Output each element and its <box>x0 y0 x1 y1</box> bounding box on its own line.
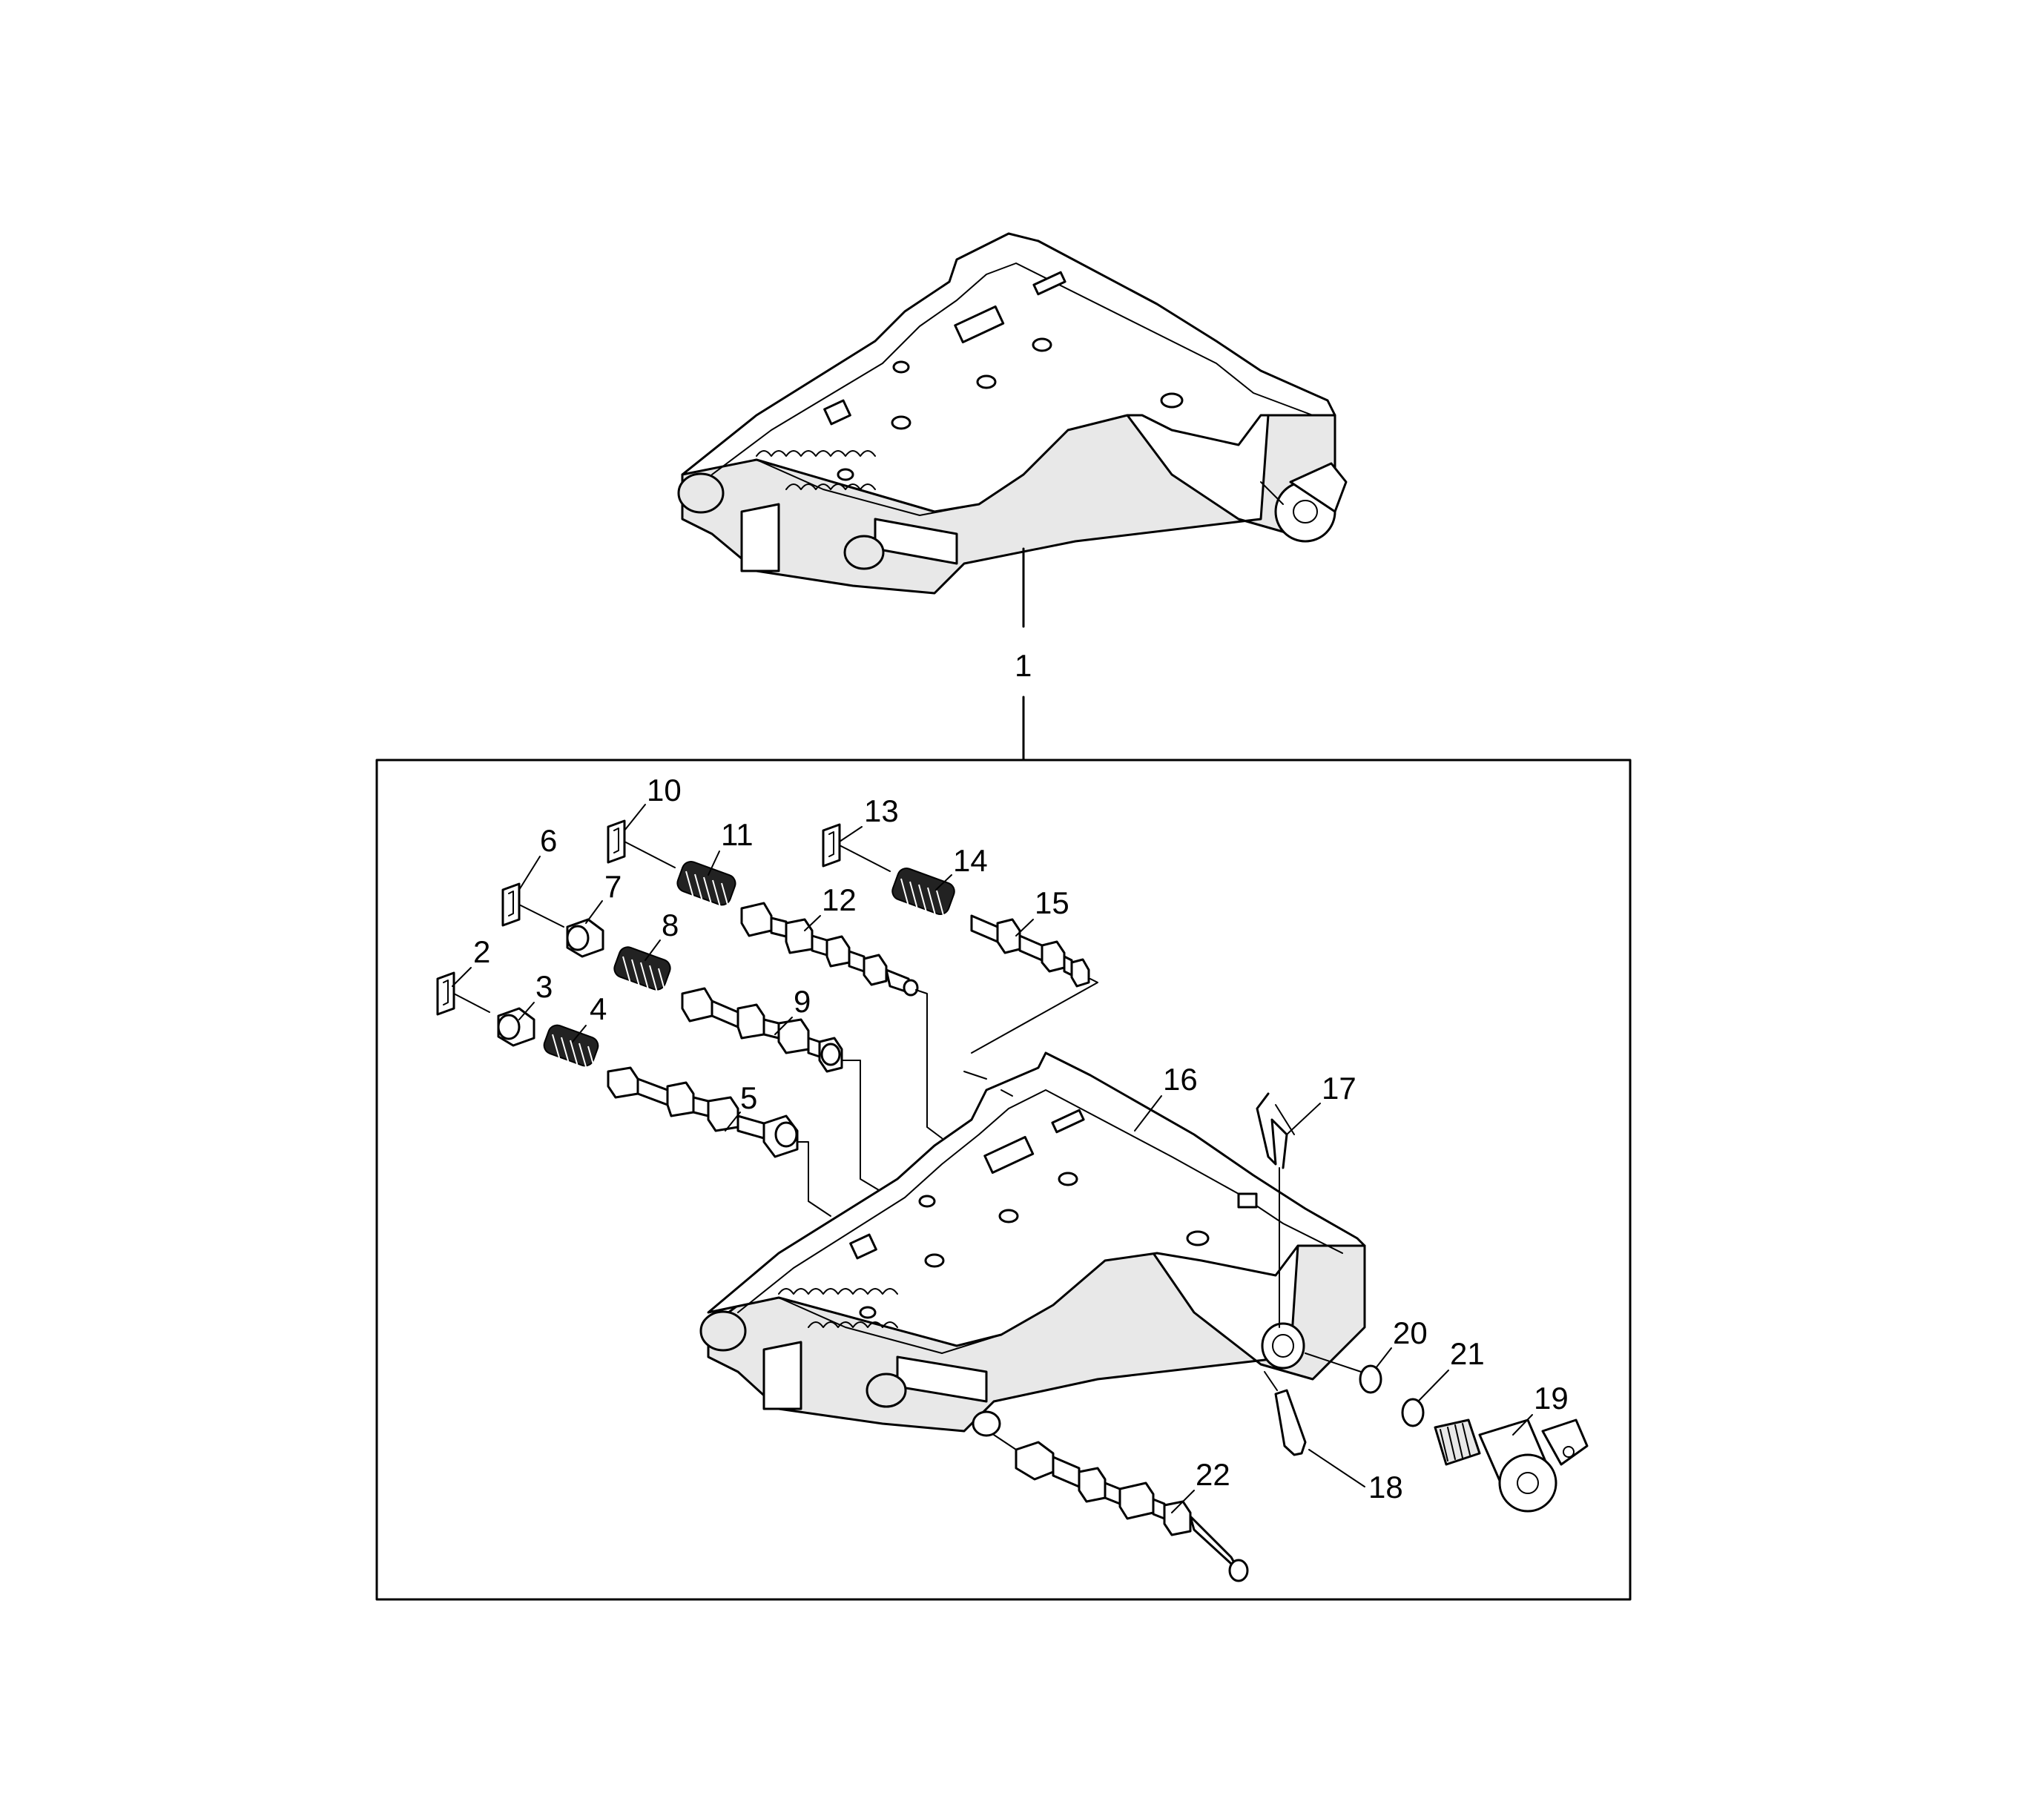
spring-11 <box>676 860 736 911</box>
callout-15: 15 <box>1035 885 1069 920</box>
valve-9 <box>681 987 843 1073</box>
spring-clip-17 <box>1256 1092 1295 1169</box>
valve-body-assembly-top <box>677 232 1348 595</box>
valve-train-row-d <box>822 823 1098 1097</box>
pin-18 <box>1264 1371 1307 1456</box>
callout-22: 22 <box>1196 1457 1230 1492</box>
callout-11: 11 <box>721 817 754 852</box>
spring-4 <box>543 1024 599 1073</box>
o-ring-20 <box>1359 1364 1382 1394</box>
callout-5: 5 <box>740 1080 757 1115</box>
callout-14: 14 <box>953 843 988 878</box>
callout-16: 16 <box>1163 1062 1198 1097</box>
valve-5 <box>607 1066 799 1158</box>
detail-frame <box>375 759 1632 1601</box>
callout-6: 6 <box>540 823 557 858</box>
callout-7: 7 <box>604 869 622 904</box>
callout-4: 4 <box>590 991 607 1026</box>
callout-9: 9 <box>794 984 811 1019</box>
spring-14 <box>891 868 955 919</box>
shaft-22 <box>993 1434 1249 1582</box>
callout-13: 13 <box>864 793 899 828</box>
spring-8 <box>613 946 671 996</box>
callout-17: 17 <box>1322 1071 1356 1106</box>
callout-18: 18 <box>1368 1470 1403 1505</box>
valve-train-row-a <box>436 971 831 1217</box>
leader-20-axis <box>1305 1352 1362 1373</box>
solenoid-19 <box>1434 1418 1589 1513</box>
valve-12 <box>740 902 919 997</box>
callout-2: 2 <box>473 934 490 969</box>
callout-8: 8 <box>662 908 679 942</box>
valve-train-row-b <box>501 882 880 1191</box>
callout-1: 1 <box>1015 648 1032 683</box>
o-ring-21 <box>1401 1398 1425 1427</box>
callout-labels: 1 2 3 4 5 6 7 8 9 10 11 12 13 14 15 16 1… <box>452 648 1569 1513</box>
callout-3: 3 <box>535 969 553 1004</box>
valve-train-row-c <box>607 819 943 1139</box>
callout-12: 12 <box>822 882 857 917</box>
callout-19: 19 <box>1534 1381 1569 1416</box>
valve-body-16 <box>699 1051 1366 1437</box>
callout-10: 10 <box>647 773 682 807</box>
callout-20: 20 <box>1393 1315 1428 1350</box>
valve-15 <box>970 914 1090 988</box>
callout-21: 21 <box>1450 1336 1485 1371</box>
